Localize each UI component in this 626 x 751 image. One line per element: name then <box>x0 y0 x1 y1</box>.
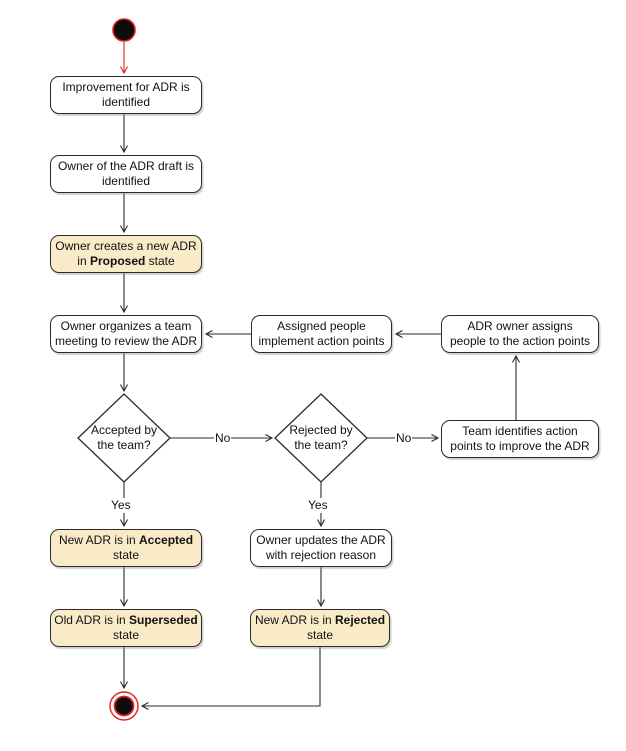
activity-team-meeting: Owner organizes a team meeting to review… <box>50 315 202 353</box>
edge-label-accepted-yes: Yes <box>110 498 132 513</box>
decision-rejected-by-team: Rejected by the team? <box>289 423 353 452</box>
edge-label-rejected-yes: Yes <box>307 498 329 513</box>
edge-rejected-state-to-final <box>140 647 321 710</box>
initial-node <box>112 18 136 42</box>
activity-assigned-people-implement: Assigned people implement action points <box>251 315 392 353</box>
edge-label-rejected-no: No <box>395 431 413 446</box>
activity-adr-rejected-state: New ADR is in Rejected state <box>250 609 390 647</box>
edge-label-accepted-no: No <box>214 431 232 446</box>
activity-team-identifies-action-points: Team identifies action points to improve… <box>441 420 599 458</box>
activity-owner-identified: Owner of the ADR draft is identified <box>50 155 202 193</box>
final-node <box>113 695 135 717</box>
activity-adr-accepted-state: New ADR is in Accepted state <box>50 529 202 567</box>
activity-owner-assigns-people: ADR owner assigns people to the action p… <box>441 315 599 353</box>
decision-accepted-by-team: Accepted by the team? <box>90 423 158 452</box>
activity-improvement-identified: Improvement for ADR is identified <box>50 76 202 114</box>
activity-owner-updates-adr: Owner updates the ADR with rejection rea… <box>250 529 392 567</box>
activity-create-proposed-adr: Owner creates a new ADR in Proposed stat… <box>50 235 202 273</box>
decision-accepted-shape <box>77 393 171 483</box>
activity-adr-superseded-state: Old ADR is in Superseded state <box>50 609 202 647</box>
decision-rejected-shape <box>274 393 368 483</box>
final-node-outer-ring <box>109 691 139 721</box>
